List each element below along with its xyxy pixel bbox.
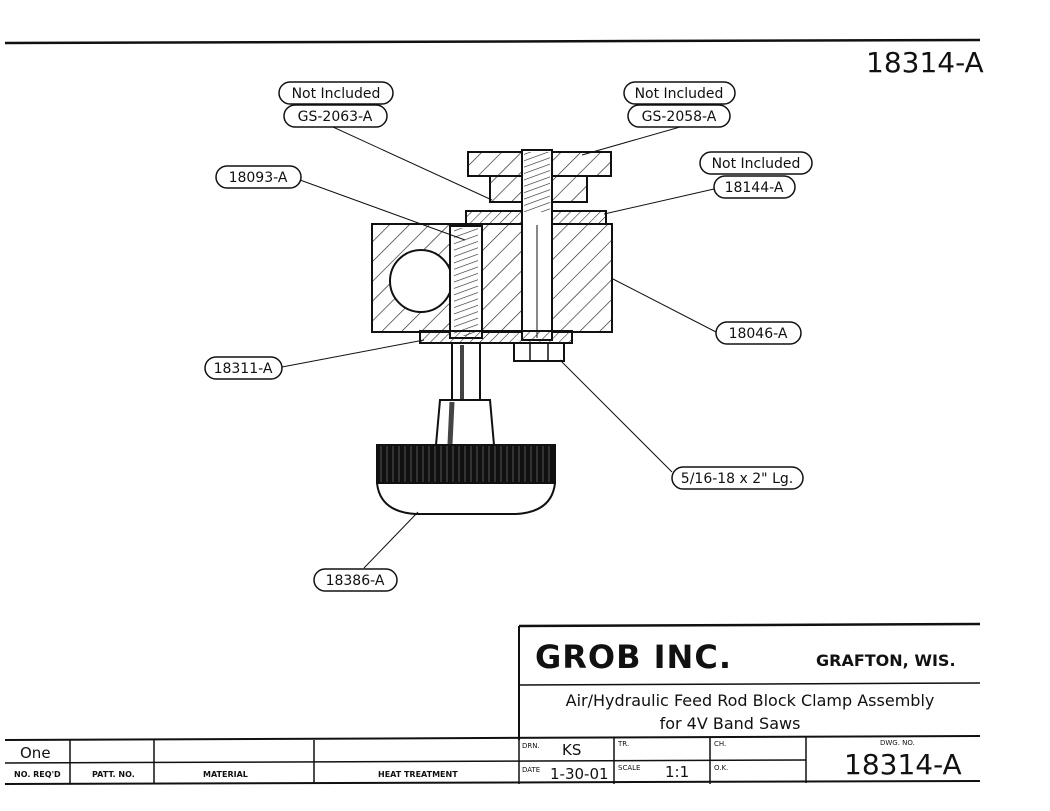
callout-frame (715, 321, 802, 345)
qty-value: One (20, 744, 51, 762)
leader-18093 (299, 179, 466, 241)
callout-bolt: 5/16-18 x 2" Lg. (671, 466, 804, 490)
col-heat-treatment: HEAT TREATMENT (378, 770, 458, 779)
bolt-thread (524, 152, 550, 212)
callout-frame (278, 81, 394, 105)
callout-text: Not Included (635, 86, 724, 102)
leader-bolt (559, 359, 673, 473)
leader-18046 (610, 277, 717, 333)
callout-18093: 18093-A (215, 165, 302, 189)
callout-gs-2063: GS-2063-A (283, 104, 388, 128)
grid-bottom (4, 780, 981, 785)
leader-18311 (281, 339, 425, 368)
leader-18144 (603, 188, 715, 215)
callout-frame (204, 356, 283, 380)
callout-18144: 18144-A (713, 175, 796, 199)
callout-frame (699, 151, 813, 175)
scale-label: SCALE (618, 764, 640, 772)
callout-not-included-1: Not Included (278, 81, 394, 105)
callout-frame (671, 466, 804, 490)
date-label: DATE (522, 766, 540, 774)
title-block: GROB INC. GRAFTON, WIS. Air/Hydraulic Fe… (518, 622, 981, 740)
callout-frame (627, 104, 731, 128)
leader-gs2058 (581, 126, 681, 156)
callout-frame (623, 81, 736, 105)
drawing-number-top: 18314-A (866, 46, 984, 79)
callout-frame (313, 568, 398, 592)
drn-value: KS (562, 741, 581, 759)
callout-text: 18311-A (214, 361, 273, 377)
callout-not-included-3: Not Included (699, 151, 813, 175)
rod-hole (389, 249, 453, 313)
col-material: MATERIAL (203, 770, 248, 779)
grid-top (4, 735, 981, 741)
hex-nut (513, 342, 565, 362)
knob-dome (375, 482, 557, 515)
top-border-line (4, 38, 981, 45)
assembly-drawing (371, 149, 613, 515)
callout-text: 5/16-18 x 2" Lg. (681, 471, 793, 487)
callout-18386: 18386-A (313, 568, 398, 592)
drawing-title-line2: for 4V Band Saws (660, 714, 801, 733)
grid-mid (4, 759, 807, 764)
drawing-title-line1: Air/Hydraulic Feed Rod Block Clamp Assem… (566, 691, 935, 710)
callout-text: GS-2063-A (298, 109, 373, 125)
screw-shaft (451, 342, 481, 402)
dwg-no-label: DWG. NO. (880, 739, 915, 747)
callout-not-included-2: Not Included (623, 81, 736, 105)
callout-text: Not Included (712, 156, 801, 172)
callout-text: 18144-A (725, 180, 784, 196)
knob-knurl (376, 444, 556, 484)
callout-18046: 18046-A (715, 321, 802, 345)
callout-frame (215, 165, 302, 189)
knob-hub (434, 399, 496, 446)
leader-lines (281, 126, 717, 569)
leader-gs2063 (332, 126, 493, 201)
drn-label: DRN. (522, 742, 540, 750)
tr-label: TR. (617, 740, 629, 748)
dwg-no-value: 18314-A (844, 748, 962, 781)
bottom-washer (419, 330, 573, 344)
col-no-reqd: NO. REQ'D (14, 770, 61, 779)
callout-18311: 18311-A (204, 356, 283, 380)
callout-text: 18046-A (729, 326, 788, 342)
callout-text: GS-2058-A (642, 109, 717, 125)
scale-value: 1:1 (665, 763, 689, 781)
callout-text: Not Included (292, 86, 381, 102)
leader-18386 (363, 511, 419, 569)
callout-frame (713, 175, 796, 199)
bottom-grid (4, 735, 981, 785)
ok-label: O.K. (714, 764, 728, 772)
callout-text: 18386-A (326, 573, 385, 589)
company-name: GROB INC. (535, 638, 732, 676)
callout-frame (283, 104, 388, 128)
date-value: 1-30-01 (550, 765, 609, 783)
title-block-top (518, 622, 981, 628)
clamp-screw-thread (454, 228, 478, 336)
ch-label: CH. (714, 740, 726, 748)
col-patt-no: PATT. NO. (92, 770, 135, 779)
callout-gs-2058: GS-2058-A (627, 104, 731, 128)
company-divider (518, 682, 981, 686)
company-location: GRAFTON, WIS. (816, 651, 956, 670)
callout-text: 18093-A (229, 170, 288, 186)
hub-shade (447, 401, 455, 445)
